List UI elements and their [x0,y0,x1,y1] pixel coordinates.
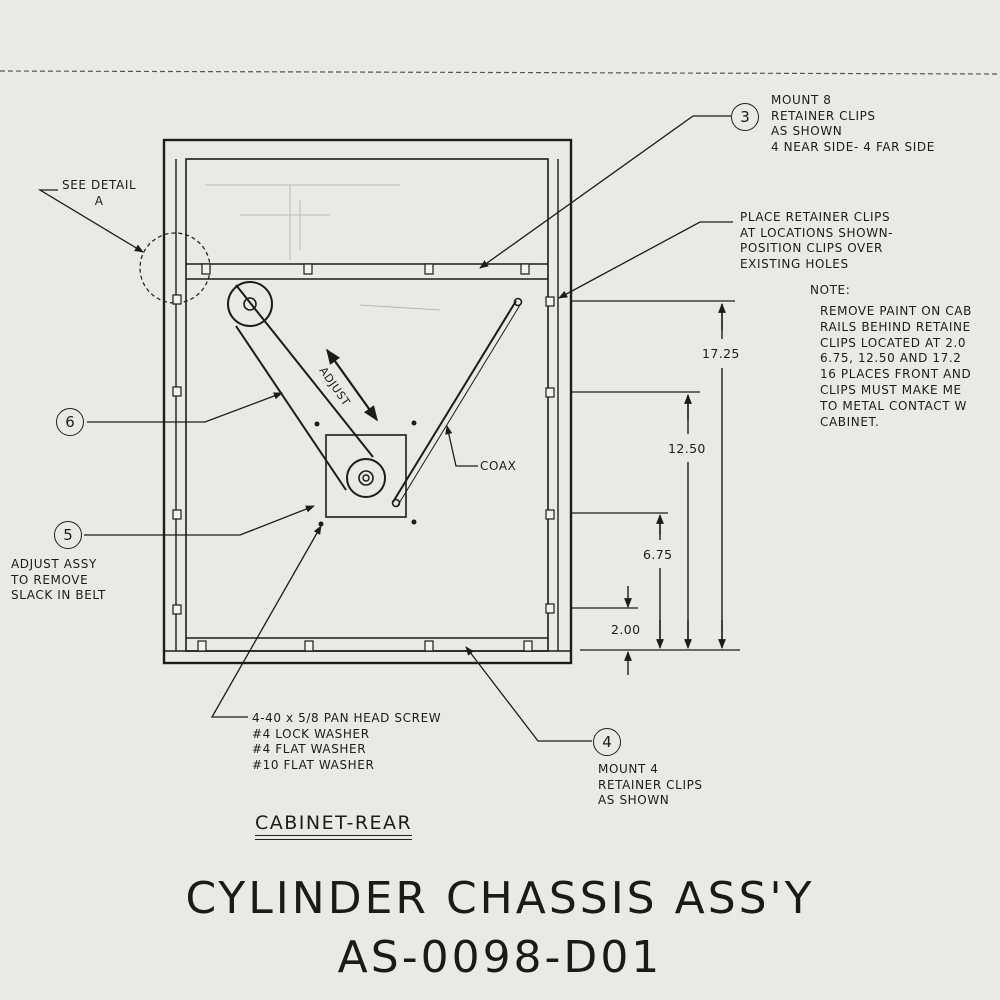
drive-pulley [227,281,273,327]
motor-pulley [346,458,386,498]
callout-number-3: 3 [731,103,759,131]
leader-see-detail [37,189,144,253]
drive-pulley-hub [243,297,257,311]
callout-see-detail: SEE DETAIL A [62,178,137,208]
leader-hardware [210,525,322,718]
callout-hardware: 4-40 x 5/8 PAN HEAD SCREW #4 LOCK WASHER… [252,711,442,772]
motor-pulley-shaft [362,474,370,482]
leader-place-clips [558,221,733,299]
drawing-number: AS-0098-D01 [337,932,663,983]
leader-coax [445,425,478,467]
dimension-6-75: 6.75 [643,547,673,562]
sheet-border-line [0,70,1000,75]
retainer-clips [172,263,555,652]
coax-cable-b [397,304,521,506]
coax-end-bottom [391,498,401,508]
note-title: NOTE: [810,283,851,297]
motor-mount-plate [325,434,407,518]
dimension-2-00: 2.00 [611,622,641,637]
callout-mount-8: MOUNT 8 RETAINER CLIPS AS SHOWN 4 NEAR S… [771,93,935,154]
drawing-title: CYLINDER CHASSIS ASS'Y [185,873,815,924]
adjust-arrow [326,348,378,422]
leader-4 [465,646,592,742]
belt-lower-edge [235,325,347,491]
detail-a-circle [139,232,211,304]
leader-5 [84,505,315,536]
dimension-12-50: 12.50 [668,441,706,456]
leader-3 [479,115,731,269]
dimension-17-25: 17.25 [702,346,740,361]
coax-label: COAX [480,459,517,473]
callout-number-4: 4 [593,728,621,756]
callout-place-clips: PLACE RETAINER CLIPS AT LOCATIONS SHOWN-… [740,210,894,271]
note-body: REMOVE PAINT ON CAB RAILS BEHIND RETAINE… [820,304,972,429]
callout-number-6: 6 [56,408,84,436]
belt-upper-edge [235,284,374,458]
callout-mount-4: MOUNT 4 RETAINER CLIPS AS SHOWN [598,762,703,807]
cabinet-outer-frame [162,138,573,665]
coax-end-top [513,297,523,307]
coax-cable-a [392,300,517,503]
callout-adjust-assy: ADJUST ASSY TO REMOVE SLACK IN BELT [11,557,106,602]
callout-number-5: 5 [54,521,82,549]
motor-pulley-hub [358,470,374,486]
leader-6 [87,392,283,423]
view-title: CABINET-REAR [255,812,413,840]
